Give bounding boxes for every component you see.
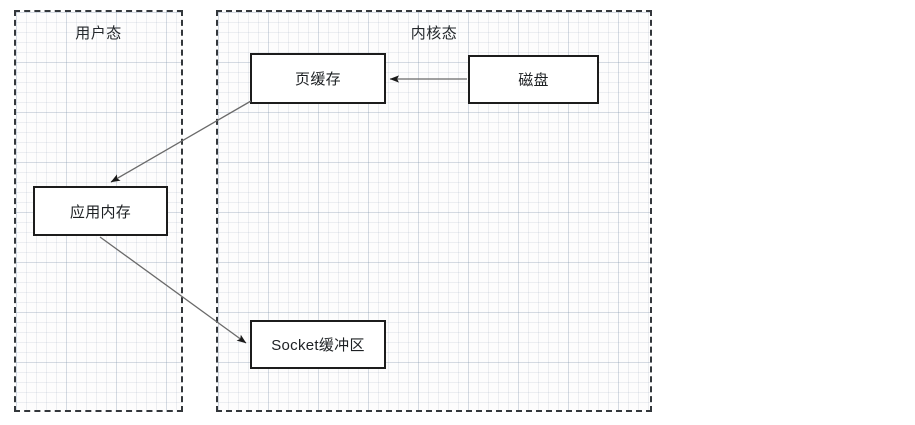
- region-kernel-mode-label: 内核态: [410, 25, 458, 42]
- region-user-mode-label: 用户态: [75, 25, 122, 42]
- node-disk[interactable]: 磁盘: [468, 55, 599, 104]
- node-socket-buffer[interactable]: Socket缓冲区: [250, 320, 386, 369]
- node-app-memory[interactable]: 应用内存: [33, 186, 168, 236]
- node-page-cache[interactable]: 页缓存: [250, 53, 386, 104]
